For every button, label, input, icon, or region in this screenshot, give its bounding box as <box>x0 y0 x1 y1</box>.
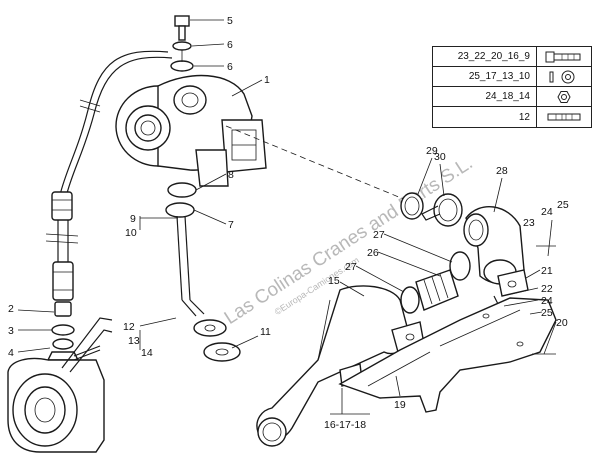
legend-row: 24_18_14 <box>433 87 591 107</box>
callout-27-upper: 27 <box>373 229 385 241</box>
callout-6-upper: 6 <box>227 39 233 51</box>
legend-code: 23_22_20_16_9 <box>433 47 537 66</box>
bolt-icon <box>537 47 591 66</box>
flange-7 <box>165 202 195 218</box>
callout-16-17-18: 16-17-18 <box>324 419 366 431</box>
callout-21: 21 <box>541 265 553 277</box>
callout-9: 9 <box>130 213 136 225</box>
callout-13: 13 <box>128 335 140 347</box>
callout-6-lower: 6 <box>227 61 233 73</box>
flange-11 <box>203 342 241 362</box>
callout-29: 29 <box>426 145 438 157</box>
o-ring-27-upper <box>449 251 471 281</box>
engine-housing <box>7 317 113 453</box>
callout-30: 30 <box>434 151 446 163</box>
callout-28: 28 <box>496 165 508 177</box>
oil-drain-assembly <box>165 182 241 362</box>
hardware-legend-table: 23_22_20_16_9 25_17_13_10 24_18_14 12 <box>432 46 592 128</box>
callout-20: 20 <box>556 317 568 329</box>
callout-1: 1 <box>264 74 270 86</box>
pipe-fitting-upper <box>51 191 73 221</box>
pipe-fitting-lower <box>52 261 74 301</box>
callout-11: 11 <box>260 326 271 338</box>
callout-7: 7 <box>228 219 234 231</box>
nut-icon <box>537 87 591 106</box>
callout-15: 15 <box>328 275 340 287</box>
rubber-sleeve-26 <box>415 269 459 311</box>
stud-icon <box>537 107 591 127</box>
callout-23: 23 <box>523 217 535 229</box>
legend-code: 24_18_14 <box>433 87 537 106</box>
o-ring-29 <box>400 192 424 220</box>
callout-19: 19 <box>394 399 406 411</box>
callout-2: 2 <box>8 303 14 315</box>
bolt-stack <box>170 15 194 72</box>
callout-leaders <box>17 19 557 415</box>
o-ring-27-lower <box>400 286 420 314</box>
legend-row: 25_17_13_10 <box>433 67 591 87</box>
legend-code: 12 <box>433 107 537 127</box>
legend-code: 25_17_13_10 <box>433 67 537 86</box>
oil-feed-pipe <box>45 50 173 301</box>
gasket-8 <box>167 182 197 198</box>
callout-22: 22 <box>541 283 553 295</box>
heat-shield-19 <box>338 297 557 413</box>
callout-5: 5 <box>227 15 233 27</box>
callout-numbers: 5 6 6 1 8 7 9 10 12 13 14 11 2 3 4 15 29… <box>8 15 569 431</box>
callout-14: 14 <box>141 347 153 359</box>
callout-25-lower: 25 <box>541 307 553 319</box>
callout-3: 3 <box>8 325 14 337</box>
callout-27-lower: 27 <box>345 261 357 273</box>
callout-25-upper: 25 <box>557 199 569 211</box>
callout-24-upper: 24 <box>541 206 553 218</box>
callout-24-lower: 24 <box>541 295 553 307</box>
callout-4: 4 <box>8 347 14 359</box>
callout-8: 8 <box>228 169 234 181</box>
turbocharger <box>115 74 267 187</box>
assembly-leader-dashed <box>225 125 407 201</box>
washer-icon <box>537 67 591 86</box>
hose-clamp-30 <box>421 193 463 227</box>
callout-26: 26 <box>367 247 379 259</box>
callout-12: 12 <box>123 321 135 333</box>
callout-10: 10 <box>125 227 137 239</box>
legend-row: 23_22_20_16_9 <box>433 47 591 67</box>
legend-row: 12 <box>433 107 591 127</box>
